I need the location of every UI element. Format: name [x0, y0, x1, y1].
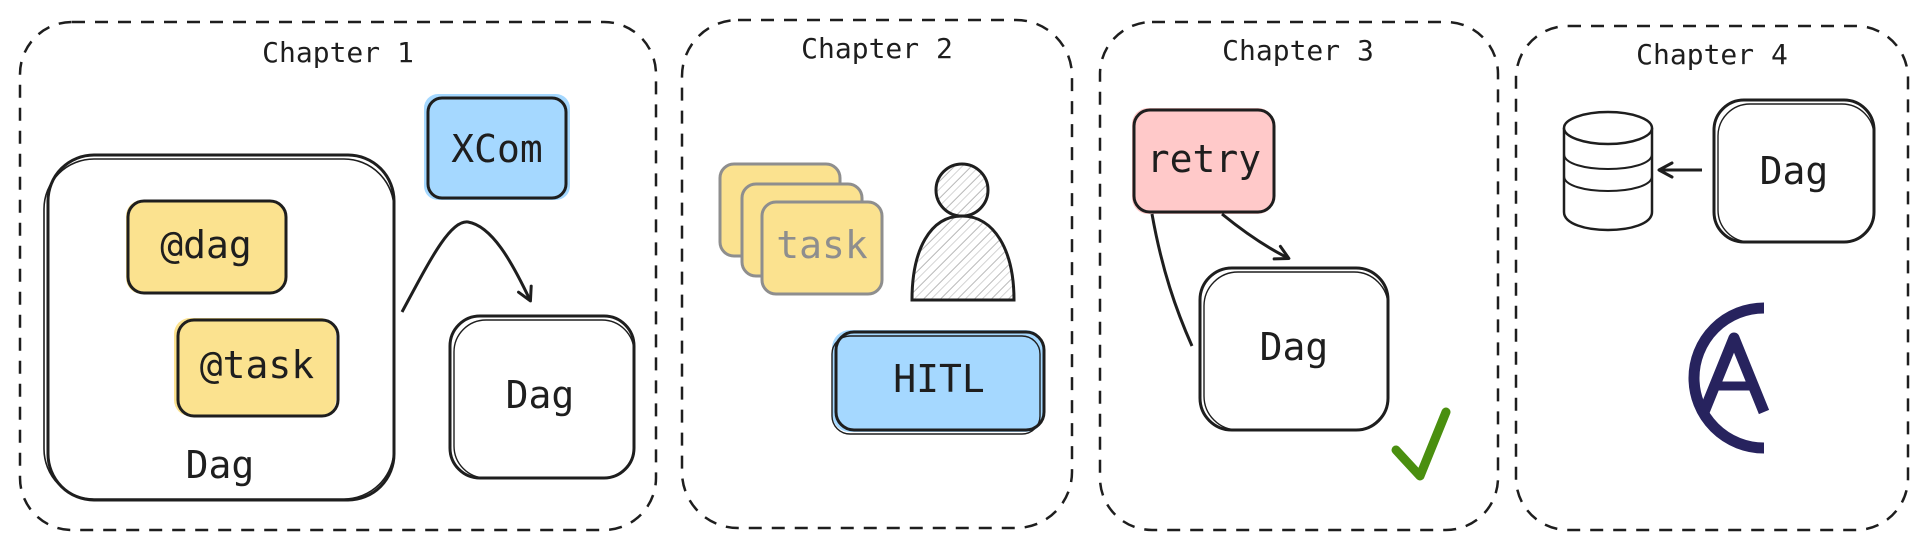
chapter-4-panel: Chapter 4 Dag [1514, 24, 1910, 532]
chapter-4-title: Chapter 4 [1636, 38, 1788, 71]
task-decorator-label: @task [200, 343, 315, 387]
retry-dag-node: Dag [1198, 266, 1390, 432]
astronomer-logo-icon [1688, 302, 1770, 454]
xcom-flow-arrow [400, 220, 533, 313]
chapter-2-panel: Chapter 2 task HITL [680, 18, 1074, 530]
chapter-1-title: Chapter 1 [262, 36, 414, 69]
storage-dag-node: Dag [1712, 98, 1876, 244]
dag-decorator-node: @dag [126, 199, 288, 295]
chapter-3-panel: Chapter 3 retry Dag [1098, 20, 1500, 532]
task-decorator-node: @task [174, 318, 340, 418]
outer-dag-box: Dag [43, 153, 396, 502]
hitl-node: HITL [831, 330, 1046, 435]
chapter-2-frame [680, 18, 1074, 530]
hitl-label: HITL [893, 357, 985, 401]
dag-node: Dag [448, 314, 636, 480]
retry-arrow [1221, 212, 1291, 261]
dag-decorator-label: @dag [160, 223, 252, 267]
chapter-1-frame [18, 20, 658, 532]
retry-dag-label: Dag [1260, 325, 1329, 369]
task-stack-label: task [776, 223, 868, 267]
chapter-4-frame [1514, 24, 1910, 532]
human-icon [910, 162, 1016, 302]
dag-label: Dag [506, 373, 575, 417]
chapter-2-title: Chapter 2 [801, 32, 953, 65]
storage-dag-label: Dag [1760, 149, 1829, 193]
xcom-node: XCom [424, 94, 570, 200]
success-check-icon [1391, 407, 1451, 481]
retry-loop-line [1150, 213, 1194, 347]
outer-dag-label: Dag [186, 443, 255, 487]
xcom-label: XCom [451, 127, 543, 171]
chapter-3-title: Chapter 3 [1222, 34, 1374, 67]
retry-label: retry [1147, 137, 1261, 181]
task-stack: task [718, 162, 884, 296]
chapter-1-panel: Chapter 1 Dag @dag @task XCom Dag [18, 20, 658, 532]
retry-node: retry [1132, 108, 1276, 214]
database-icon [1562, 110, 1654, 232]
chapter-3-frame [1098, 20, 1500, 532]
